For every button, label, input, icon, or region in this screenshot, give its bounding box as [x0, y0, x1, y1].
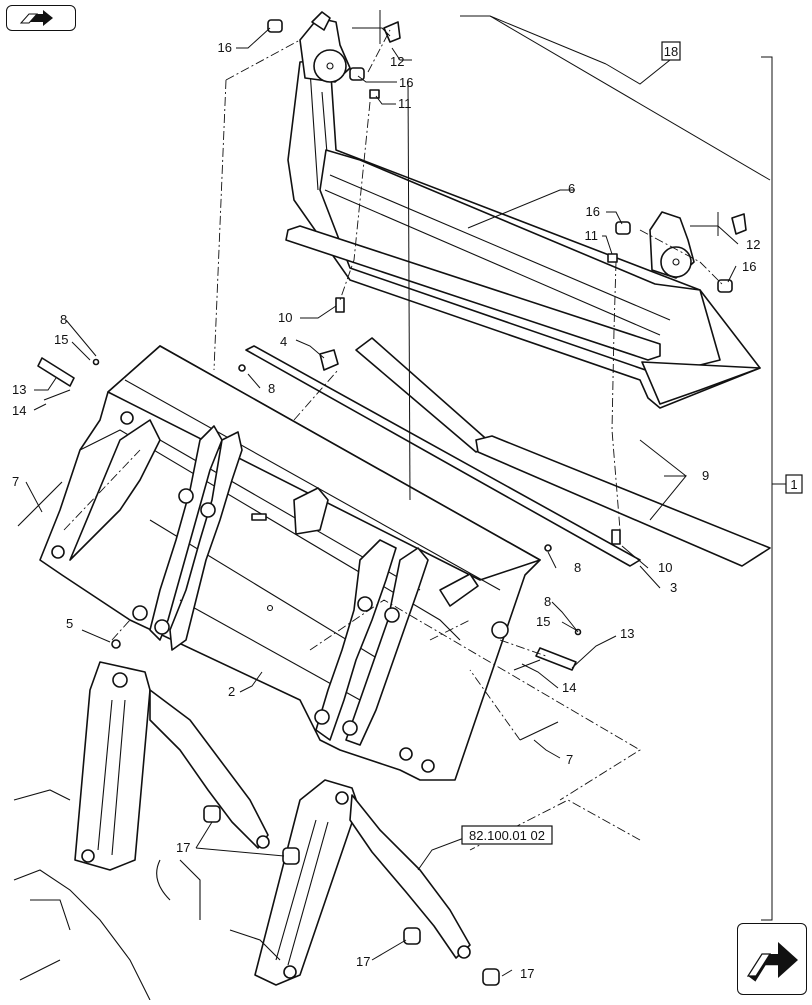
- loader-arm-right: [254, 779, 471, 986]
- callout-17-left: 17: [176, 840, 190, 855]
- callout-3: 3: [670, 580, 677, 595]
- callout-2: 2: [228, 684, 235, 699]
- callout-13-left: 13: [12, 382, 26, 397]
- callout-1-box[interactable]: 1: [785, 474, 803, 494]
- callout-11-right: 11: [585, 228, 599, 243]
- callout-8-right: 8: [574, 560, 581, 575]
- side-cutter: [245, 345, 641, 567]
- cutting-edge-lower: [355, 337, 771, 567]
- callout-10-upper: 10: [278, 310, 292, 325]
- callout-17-bottom: 17: [356, 954, 370, 969]
- tractor-body: [13, 789, 281, 1001]
- callout-15-left: 15: [54, 332, 68, 347]
- callout-7-right: 7: [566, 752, 573, 767]
- callout-13-right: 13: [620, 626, 634, 641]
- cutting-edge-upper: [285, 225, 661, 361]
- callout-labels: 16 12 16 11 6 16 11 12 16 10 4 8 15 13 1…: [12, 40, 760, 981]
- callout-16-far-right: 16: [742, 259, 756, 274]
- bucket-shell: [287, 11, 761, 409]
- callout-17-bottom-right: 17: [520, 966, 534, 981]
- callout-16-top-right: 16: [399, 75, 413, 90]
- alignment-lines: [63, 29, 725, 851]
- svg-text:18: 18: [664, 44, 678, 59]
- callout-12-top: 12: [390, 54, 404, 69]
- next-page-button[interactable]: [737, 923, 807, 995]
- callout-6: 6: [568, 181, 575, 196]
- callout-5: 5: [66, 616, 73, 631]
- callout-8-center: 8: [268, 381, 275, 396]
- callout-15-right: 15: [536, 614, 550, 629]
- arrow-forward-icon: [746, 942, 798, 983]
- callout-16-right: 16: [586, 204, 600, 219]
- callout-4: 4: [280, 334, 287, 349]
- reference-link-82-100-01-02[interactable]: 82.100.01 02: [461, 825, 553, 845]
- callout-8-lower-right: 8: [544, 594, 551, 609]
- leader-lines: [25, 10, 771, 977]
- main-frame: [39, 345, 541, 781]
- callout-8-left: 8: [60, 312, 67, 327]
- loader-arm-left: [74, 661, 270, 871]
- callout-16-top-left: 16: [218, 40, 232, 55]
- callout-14-right: 14: [562, 680, 576, 695]
- svg-text:1: 1: [790, 477, 797, 492]
- callout-7-left: 7: [12, 474, 19, 489]
- assembly-bracket: [761, 56, 786, 921]
- callout-14-left: 14: [12, 403, 26, 418]
- callout-18-box[interactable]: 18: [661, 41, 681, 61]
- callout-10-lower: 10: [658, 560, 672, 575]
- bushings-17: [203, 805, 500, 986]
- callout-12-right: 12: [746, 237, 760, 252]
- callout-9: 9: [702, 468, 709, 483]
- callout-11-top: 11: [398, 96, 412, 111]
- hardware: [17, 19, 747, 741]
- svg-text:82.100.01 02: 82.100.01 02: [469, 828, 545, 843]
- arrow-forward-icon: [19, 10, 53, 26]
- previous-page-button[interactable]: [6, 5, 76, 31]
